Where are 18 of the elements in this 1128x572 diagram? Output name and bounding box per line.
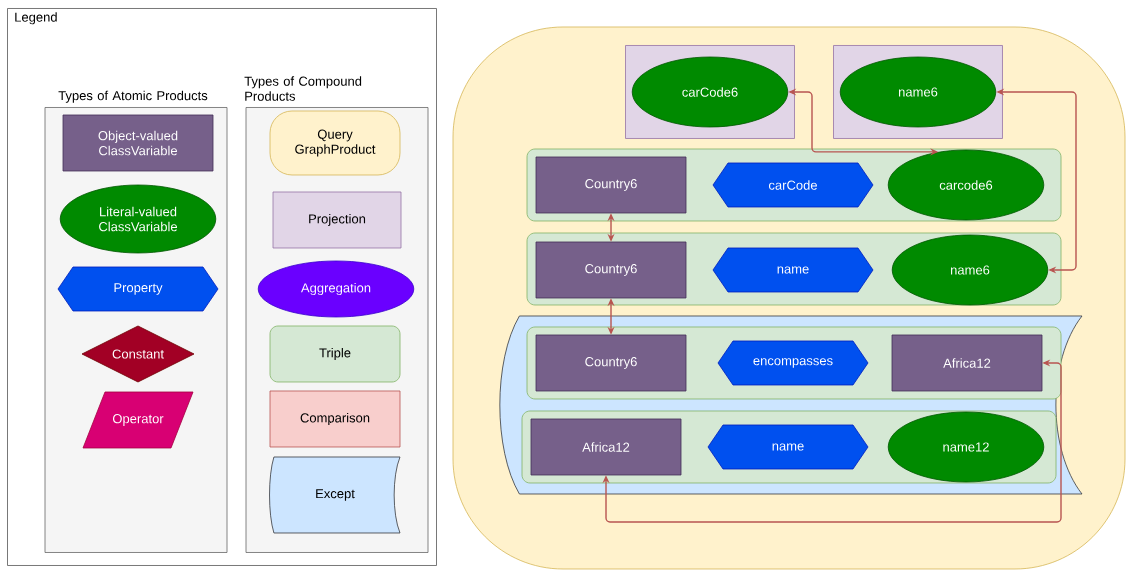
node-label: Types of Compound Products — [244, 76, 362, 101]
property-hexagon: name — [712, 247, 874, 293]
class-variable-box: Country6 — [535, 156, 687, 214]
query-graph-box: Query GraphProduct — [269, 110, 401, 176]
operator-parallelogram: Operator — [82, 391, 194, 449]
property-hexagon: carCode — [712, 162, 874, 208]
class-variable-box: Country6 — [535, 241, 687, 299]
triple-box: Triple — [269, 325, 401, 383]
class-variable-box: Country6 — [535, 334, 687, 392]
projection-box: Projection — [272, 191, 402, 249]
class-variable-box: Africa12 — [530, 418, 682, 476]
property-hexagon: name — [707, 424, 869, 470]
class-variable-box: Object-valued ClassVariable — [62, 114, 214, 172]
class-variable-box: Africa12 — [891, 334, 1043, 392]
property-hexagon: Property — [57, 266, 219, 312]
comparison-box: Comparison — [269, 390, 401, 448]
property-hexagon: encompasses — [717, 340, 869, 386]
node-label: Types of Atomic Products — [58, 90, 208, 103]
